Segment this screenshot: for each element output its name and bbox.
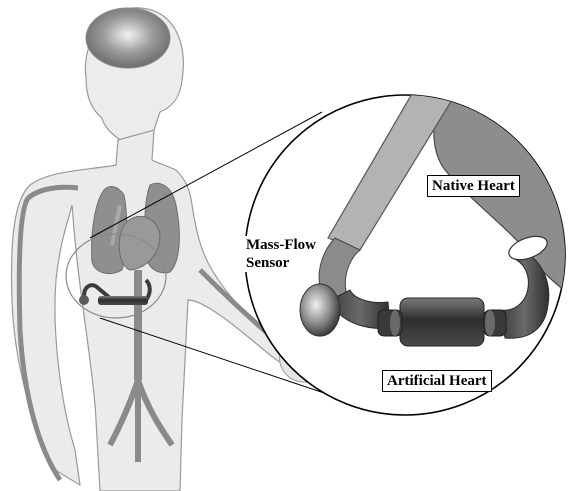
mass-flow-sensor [300,284,340,336]
artificial-heart-label-text: Artificial Heart [387,373,487,389]
native-heart-label: Native Heart [427,175,520,197]
mass-flow-sensor-label: Mass-Flow Sensor [244,236,318,272]
artificial-heart-label: Artificial Heart [382,370,492,392]
mass-flow-sensor-label-line2: Sensor [246,254,316,272]
pump-body [400,298,484,346]
brain [86,8,170,68]
native-heart-label-text: Native Heart [432,178,515,194]
mass-flow-sensor-label-line1: Mass-Flow [246,236,316,254]
